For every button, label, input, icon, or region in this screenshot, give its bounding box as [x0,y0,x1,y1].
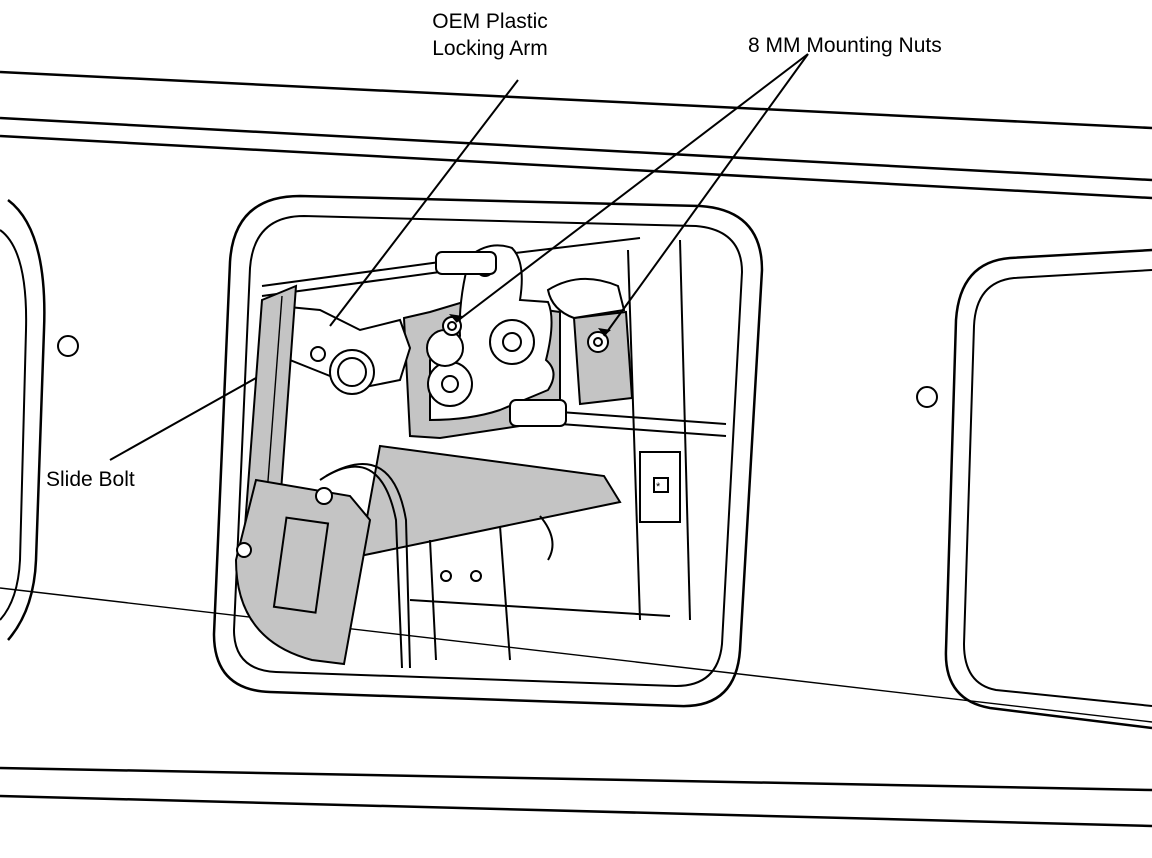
right-mounting-plate [572,310,634,406]
label-slide-bolt: Slide Bolt [46,468,135,491]
panel-lower-rail-1 [0,766,1152,792]
actuator-rod-top [559,411,727,425]
left-opening-inner [0,229,28,621]
nut-arrow-left [449,314,463,322]
actuator-rod-bottom [559,423,727,437]
actuator-window [272,516,330,614]
main-access-opening [212,194,764,708]
wire-2 [325,463,411,669]
nut-arrow-right [598,328,611,336]
panel-lower-rail-2 [0,794,1152,828]
locking-arm [276,304,412,390]
opening-inner-frame [232,214,744,688]
inner-floor-line [409,599,671,617]
label-locking-arm-line1: OEM Plastic [432,10,548,33]
guide-slot [539,515,554,561]
lower-cable-clip [509,399,567,427]
right-opening [944,248,1152,730]
locking-arm-leader [329,79,519,327]
right-mounting-hole [916,386,938,408]
rear-bracket-plate [639,451,681,523]
label-locking-arm-line2: Locking Arm [432,37,548,60]
locking-arm-pin [310,346,326,362]
left-mounting-hole [57,335,79,357]
guide-right [499,525,511,661]
right-plate-top [546,277,626,320]
upper-cable-clip [435,251,497,275]
latch-pivot-inner [502,332,522,352]
panel-top-edge [0,70,1152,130]
opening-outer-frame [212,194,764,708]
door-panel [0,70,1152,828]
guide-hole-2 [470,570,482,582]
lower-bracket [358,444,622,558]
rear-bracket-mark: * [656,481,661,493]
right-opening-outer [944,248,1152,730]
nut-leader-left [455,53,809,323]
lower-pivot-inner [441,375,459,393]
locking-arm-hub-inner [337,357,367,387]
upper-cam [426,329,464,367]
left-mounting-nut-hole [447,321,457,331]
actuator-side-screw [236,542,252,558]
left-opening-outer [7,199,46,641]
right-opening-inner [962,269,1152,707]
right-mounting-nut-hole [593,337,603,347]
rear-bracket-edge-2 [679,239,691,621]
panel-mid-line [0,587,1152,723]
actuator-housing [234,478,372,666]
left-opening [0,199,46,641]
nut-leader-right [603,53,809,337]
panel-upper-rail-1 [0,116,1152,182]
rear-bracket-square [653,477,669,493]
label-mounting-nuts: 8 MM Mounting Nuts [748,34,942,57]
latch-mechanism: * [234,237,727,669]
rear-bracket-edge [627,249,641,621]
leader-lines [109,53,809,461]
guide-hole-1 [440,570,452,582]
panel-upper-rail-2 [0,134,1152,200]
slide-bolt-leader [109,377,257,461]
guide-left [429,539,437,661]
actuator-screw [315,487,333,505]
